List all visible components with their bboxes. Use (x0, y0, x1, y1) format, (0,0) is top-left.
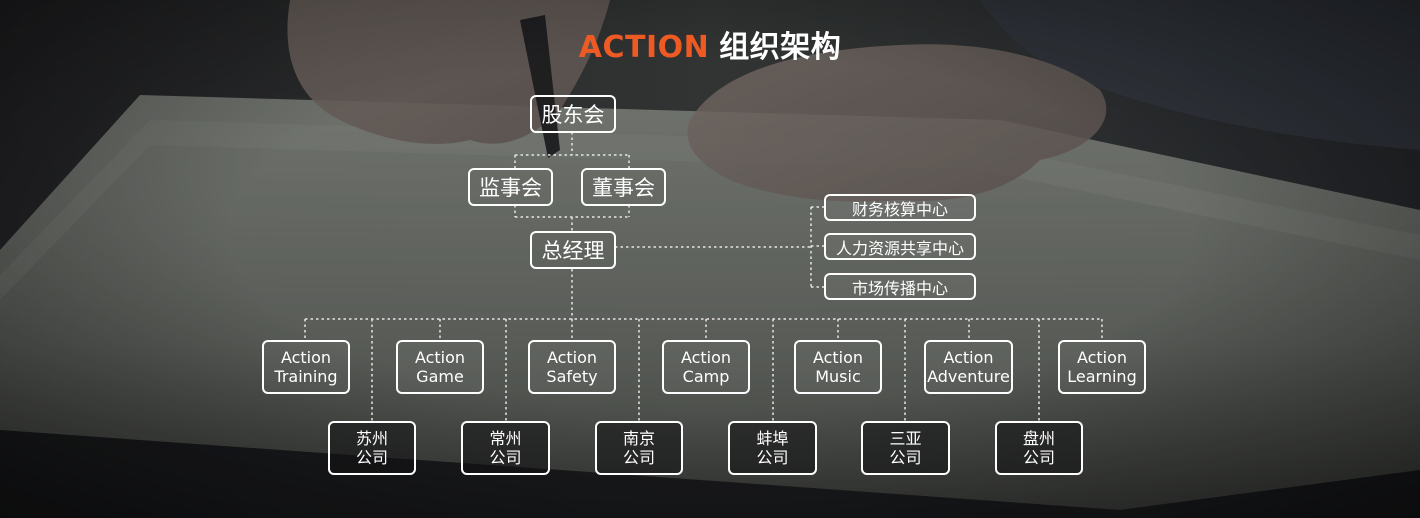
title-brand: ACTION (578, 30, 710, 65)
node-label-line2: 公司 (622, 448, 655, 467)
node-label-line2: Camp (682, 367, 730, 386)
node-dept-training: Action Training (262, 340, 350, 394)
node-label: 总经理 (541, 239, 605, 263)
node-branch-changzhou: 常州 公司 (461, 421, 550, 475)
node-board: 董事会 (581, 168, 666, 206)
node-label: 财务核算中心 (851, 199, 948, 219)
node-label-line1: Action (680, 348, 732, 367)
node-branch-bengbu: 蚌埠 公司 (728, 421, 817, 475)
title-text: 组织架构 (719, 30, 842, 65)
node-label: 董事会 (592, 176, 655, 200)
node-label-line1: Action (414, 348, 466, 367)
node-branch-nanjing: 南京 公司 (595, 421, 683, 475)
node-label-line1: Action (812, 348, 864, 367)
node-label: 市场传播中心 (851, 278, 948, 298)
node-label-line2: Learning (1067, 367, 1137, 386)
node-center-finance: 财务核算中心 (824, 194, 976, 221)
node-supervisors: 监事会 (468, 168, 553, 206)
node-label-line1: 蚌埠 (756, 429, 789, 448)
node-general-manager: 总经理 (530, 231, 616, 269)
node-label-line2: 公司 (489, 448, 522, 467)
node-label-line2: Training (274, 367, 338, 386)
chart-title: ACTION 组织架构 (0, 22, 1420, 66)
node-label-line1: 盘州 (1022, 429, 1055, 448)
node-label-line2: 公司 (889, 448, 922, 467)
node-center-hr: 人力资源共享中心 (824, 233, 976, 260)
node-label-line1: Action (943, 348, 994, 367)
node-label-line2: Game (416, 367, 464, 386)
node-label: 监事会 (479, 176, 542, 200)
node-label-line1: Action (546, 348, 598, 367)
node-dept-adventure: Action Adventure (924, 340, 1013, 394)
node-label: 人力资源共享中心 (835, 238, 964, 258)
node-label-line1: Action (280, 348, 332, 367)
node-label-line2: 公司 (1022, 448, 1055, 467)
node-shareholders: 股东会 (530, 95, 616, 133)
node-branch-suzhou: 苏州 公司 (328, 421, 416, 475)
node-dept-music: Action Music (794, 340, 882, 394)
node-label-line1: Action (1076, 348, 1128, 367)
node-label-line1: 常州 (489, 429, 522, 448)
node-dept-camp: Action Camp (662, 340, 750, 394)
node-branch-panzhou: 盘州 公司 (995, 421, 1083, 475)
node-label-line1: 苏州 (355, 429, 388, 448)
node-label-line1: 三亚 (889, 429, 922, 448)
node-label-line1: 南京 (622, 429, 655, 448)
node-label-line2: Safety (546, 367, 598, 386)
node-label-line2: Adventure (927, 367, 1010, 386)
node-dept-learning: Action Learning (1058, 340, 1146, 394)
node-dept-safety: Action Safety (528, 340, 616, 394)
node-label: 股东会 (541, 103, 605, 127)
node-label-line2: 公司 (756, 448, 789, 467)
node-label-line2: Music (815, 367, 861, 386)
node-dept-game: Action Game (396, 340, 484, 394)
node-center-marketing: 市场传播中心 (824, 273, 976, 300)
node-branch-sanya: 三亚 公司 (861, 421, 950, 475)
node-label-line2: 公司 (355, 448, 388, 467)
